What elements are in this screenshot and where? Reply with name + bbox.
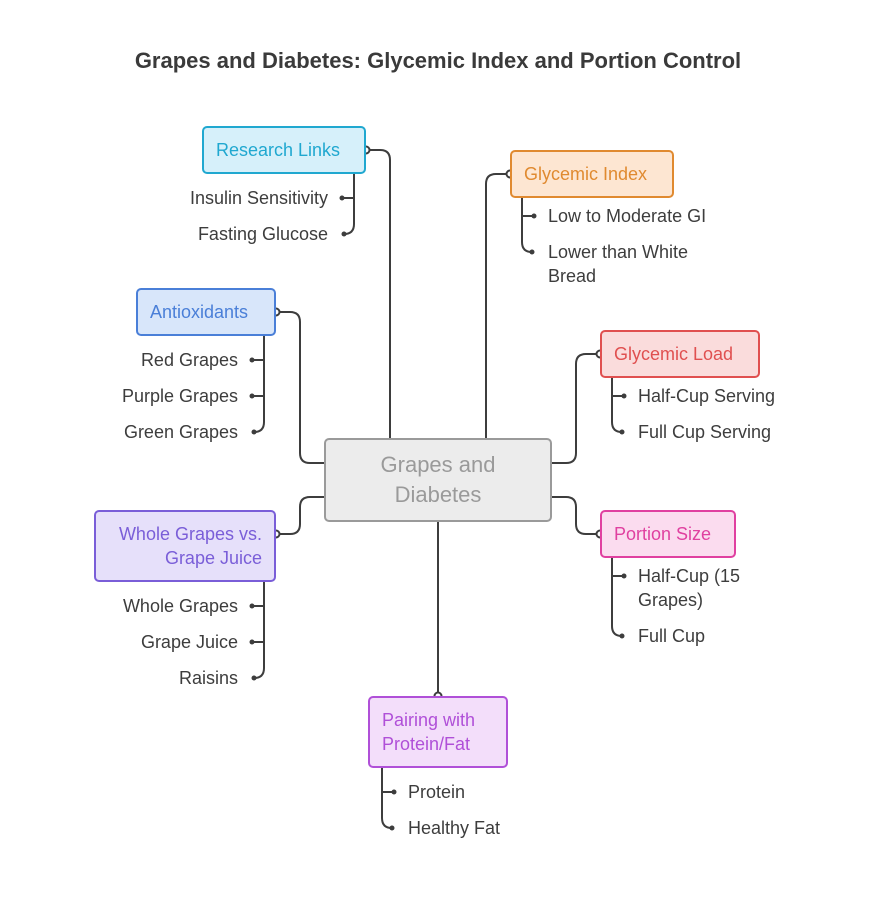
connector-glycemic-load xyxy=(552,353,600,464)
leaves-whole-vs-juice xyxy=(252,582,265,679)
leaf-red-grapes: Red Grapes xyxy=(140,350,238,370)
leaf-full-cup-serving: Full Cup Serving xyxy=(638,422,772,442)
center-node[interactable]: Grapes and Diabetes xyxy=(324,438,552,522)
leaf-protein: Protein xyxy=(408,782,466,802)
leaf-dots xyxy=(249,195,627,831)
leaf-insulin-sensitivity: Insulin Sensitivity xyxy=(189,188,328,208)
leaves-research xyxy=(342,174,355,235)
node-antioxidants-label: Antioxidants xyxy=(150,302,249,322)
node-glycemic-load[interactable]: Glycemic Load xyxy=(600,330,760,378)
leaves-portion xyxy=(611,558,624,637)
leaf-half-cup-15-grapes: Half-Cup (15 Grapes) xyxy=(638,566,741,610)
node-whole-vs-juice-label: Whole Grapes vs. Grape Juice xyxy=(118,524,262,568)
leaf-whole-grapes: Whole Grapes xyxy=(122,596,238,616)
leaf-raisins: Raisins xyxy=(178,668,238,688)
node-pairing-protein-fat[interactable]: Pairing with Protein/Fat xyxy=(368,696,508,768)
node-research-links[interactable]: Research Links xyxy=(202,126,366,174)
leaves-antioxidants xyxy=(252,336,265,433)
connector-antioxidants xyxy=(276,311,324,464)
leaves-glycemic-load xyxy=(611,378,624,433)
connector-portion xyxy=(552,496,600,535)
node-antioxidants[interactable]: Antioxidants xyxy=(136,288,276,336)
node-portion-size-label: Portion Size xyxy=(614,524,712,544)
leaves-glycemic-index xyxy=(521,198,534,253)
node-whole-vs-juice[interactable]: Whole Grapes vs. Grape Juice xyxy=(94,510,276,582)
connector-glycemic-index xyxy=(485,173,510,438)
leaves-pairing xyxy=(381,768,394,829)
leaf-full-cup: Full Cup xyxy=(638,626,706,646)
leaf-grape-juice: Grape Juice xyxy=(140,632,238,652)
node-portion-size[interactable]: Portion Size xyxy=(600,510,736,558)
center-node-label: Grapes and Diabetes xyxy=(380,452,496,507)
leaf-lower-than-white-bread: Lower than White Bread xyxy=(548,242,689,286)
leaf-purple-grapes: Purple Grapes xyxy=(121,386,238,406)
leaf-half-cup-serving: Half-Cup Serving xyxy=(638,386,776,406)
connector-research xyxy=(366,149,391,438)
leaf-low-to-moderate-gi: Low to Moderate GI xyxy=(548,206,707,226)
node-glycemic-index-label: Glycemic Index xyxy=(524,164,648,184)
node-glycemic-load-label: Glycemic Load xyxy=(614,344,734,364)
node-glycemic-index[interactable]: Glycemic Index xyxy=(510,150,674,198)
node-research-links-label: Research Links xyxy=(216,140,341,160)
node-pairing-protein-fat-label: Pairing with Protein/Fat xyxy=(382,710,476,754)
page-title: Grapes and Diabetes: Glycemic Index and … xyxy=(134,48,742,73)
leaf-green-grapes: Green Grapes xyxy=(123,422,238,442)
leaf-healthy-fat: Healthy Fat xyxy=(408,818,501,838)
leaf-fasting-glucose: Fasting Glucose xyxy=(197,224,328,244)
connector-whole-vs-juice xyxy=(276,496,324,535)
